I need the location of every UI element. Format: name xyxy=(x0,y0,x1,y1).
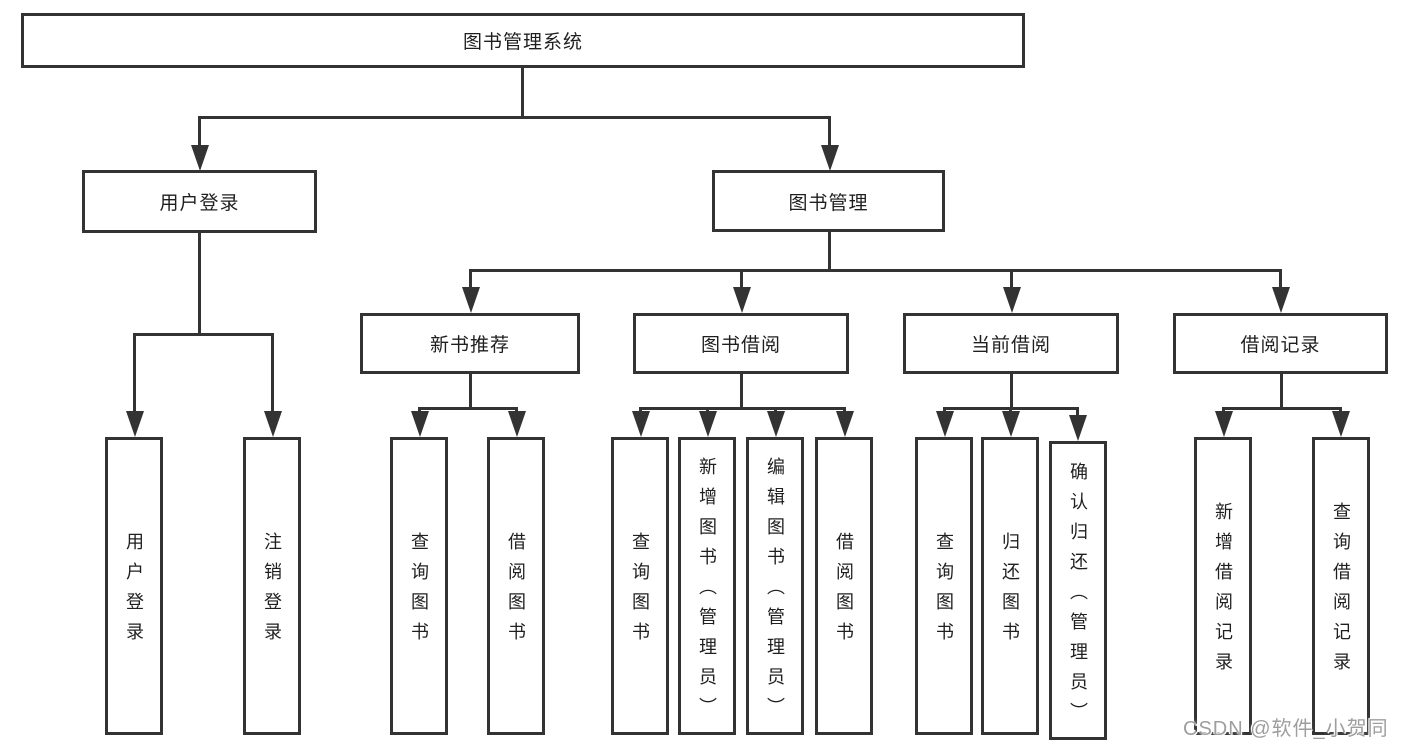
connector-line xyxy=(521,67,524,118)
connector-line xyxy=(1010,374,1013,410)
leaf-edit-book-admin: 编辑图书（管理员） xyxy=(746,437,804,735)
connector-line xyxy=(133,333,274,336)
connector-line xyxy=(1010,269,1013,291)
leaf-confirm-return-admin: 确认归还（管理员） xyxy=(1049,441,1107,740)
connector-line xyxy=(469,269,1282,272)
connector-line xyxy=(828,232,831,272)
connector-line xyxy=(639,407,846,410)
leaf-borrow-books: 借阅图书 xyxy=(815,437,873,735)
connector-line xyxy=(198,116,831,119)
connector-line xyxy=(740,374,743,410)
node-borrowing-records: 借阅记录 xyxy=(1173,313,1388,374)
arrow-down-icon xyxy=(126,411,144,437)
leaf-user-login: 用户登录 xyxy=(105,437,163,735)
connector-line xyxy=(198,116,201,146)
connector-line xyxy=(418,407,518,410)
arrow-down-icon xyxy=(462,287,480,313)
arrow-down-icon xyxy=(1003,287,1021,313)
arrow-down-icon xyxy=(821,145,839,171)
leaf-borrow-books-recommend: 借阅图书 xyxy=(487,437,545,735)
connector-line xyxy=(1279,269,1282,291)
connector-line xyxy=(1280,374,1283,410)
node-book-borrowing: 图书借阅 xyxy=(633,313,849,374)
connector-line xyxy=(740,269,743,291)
arrow-down-icon xyxy=(191,145,209,171)
leaf-add-borrow-record: 新增借阅记录 xyxy=(1194,437,1252,735)
connector-line xyxy=(1076,407,1079,419)
connector-line xyxy=(828,116,831,146)
node-library-management-system: 图书管理系统 xyxy=(21,13,1025,68)
leaf-logout: 注销登录 xyxy=(243,437,301,735)
arrow-down-icon xyxy=(632,411,650,437)
connector-line xyxy=(469,374,472,410)
arrow-down-icon xyxy=(936,411,954,437)
leaf-add-book-admin: 新增图书（管理员） xyxy=(678,437,736,735)
arrow-down-icon xyxy=(508,411,526,437)
node-new-book-recommendation: 新书推荐 xyxy=(360,313,580,374)
arrow-down-icon xyxy=(1069,415,1087,441)
arrow-down-icon xyxy=(264,411,282,437)
node-book-management: 图书管理 xyxy=(712,170,945,232)
leaf-query-books-current: 查询图书 xyxy=(915,437,973,735)
node-user-login-group: 用户登录 xyxy=(82,170,317,233)
arrow-down-icon xyxy=(699,411,717,437)
connector-line xyxy=(271,333,274,413)
arrow-down-icon xyxy=(767,411,785,437)
arrow-down-icon xyxy=(411,411,429,437)
leaf-query-books-recommend: 查询图书 xyxy=(390,437,448,735)
leaf-query-borrow-record: 查询借阅记录 xyxy=(1312,437,1370,735)
arrow-down-icon xyxy=(1272,287,1290,313)
arrow-down-icon xyxy=(836,411,854,437)
arrow-down-icon xyxy=(733,287,751,313)
leaf-return-books: 归还图书 xyxy=(981,437,1039,735)
connector-line xyxy=(198,233,201,336)
connector-line xyxy=(469,269,472,291)
arrow-down-icon xyxy=(1002,411,1020,437)
csdn-watermark: CSDN @软件_小贺同学 xyxy=(1183,718,1389,740)
arrow-down-icon xyxy=(1332,411,1350,437)
connector-line xyxy=(1222,407,1342,410)
connector-line xyxy=(133,333,136,413)
leaf-query-books-borrowing: 查询图书 xyxy=(611,437,669,735)
node-current-borrowing: 当前借阅 xyxy=(903,313,1119,374)
arrow-down-icon xyxy=(1215,411,1233,437)
